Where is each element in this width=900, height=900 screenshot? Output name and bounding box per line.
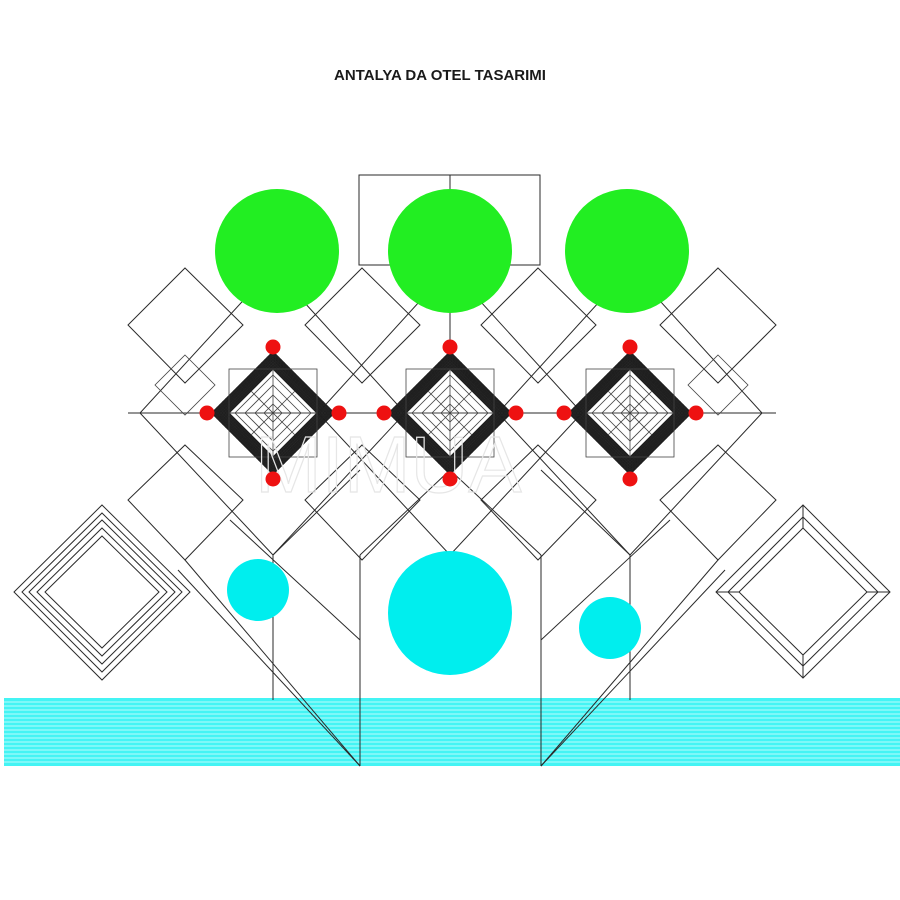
red-nodes: [199, 339, 704, 487]
watermark: MIMUA: [255, 420, 522, 509]
right-corner-pool: [715, 504, 891, 679]
red-node-1-left: [199, 405, 215, 421]
red-node-3-bottom: [622, 471, 638, 487]
building-outline: [13, 174, 891, 767]
red-node-2-top: [442, 339, 458, 355]
red-node-3-left: [556, 405, 572, 421]
tower-unit-2: [387, 350, 513, 476]
red-node-1-top: [265, 339, 281, 355]
red-node-1-right: [331, 405, 347, 421]
red-node-2-right: [508, 405, 524, 421]
water-lines: [4, 701, 900, 763]
red-node-2-bottom: [442, 471, 458, 487]
lower-converging-lines: [177, 469, 726, 767]
cyan-circle-center: [388, 551, 512, 675]
water-band: [4, 698, 900, 766]
red-node-3-right: [688, 405, 704, 421]
cyan-circle-left: [227, 559, 289, 621]
cyan-circle-right: [579, 597, 641, 659]
water-area: [4, 698, 900, 766]
page-title: ANTALYA DA OTEL TASARIMI: [334, 67, 546, 84]
green-circle-center: [388, 189, 512, 313]
left-corner-pool: [13, 504, 191, 681]
red-node-2-left: [376, 405, 392, 421]
green-circle-right: [565, 189, 689, 313]
red-node-1-bottom: [265, 471, 281, 487]
pools: [227, 551, 641, 675]
tower-unit-3: [567, 350, 693, 476]
green-trees: [215, 189, 689, 313]
red-node-3-top: [622, 339, 638, 355]
green-circle-left: [215, 189, 339, 313]
